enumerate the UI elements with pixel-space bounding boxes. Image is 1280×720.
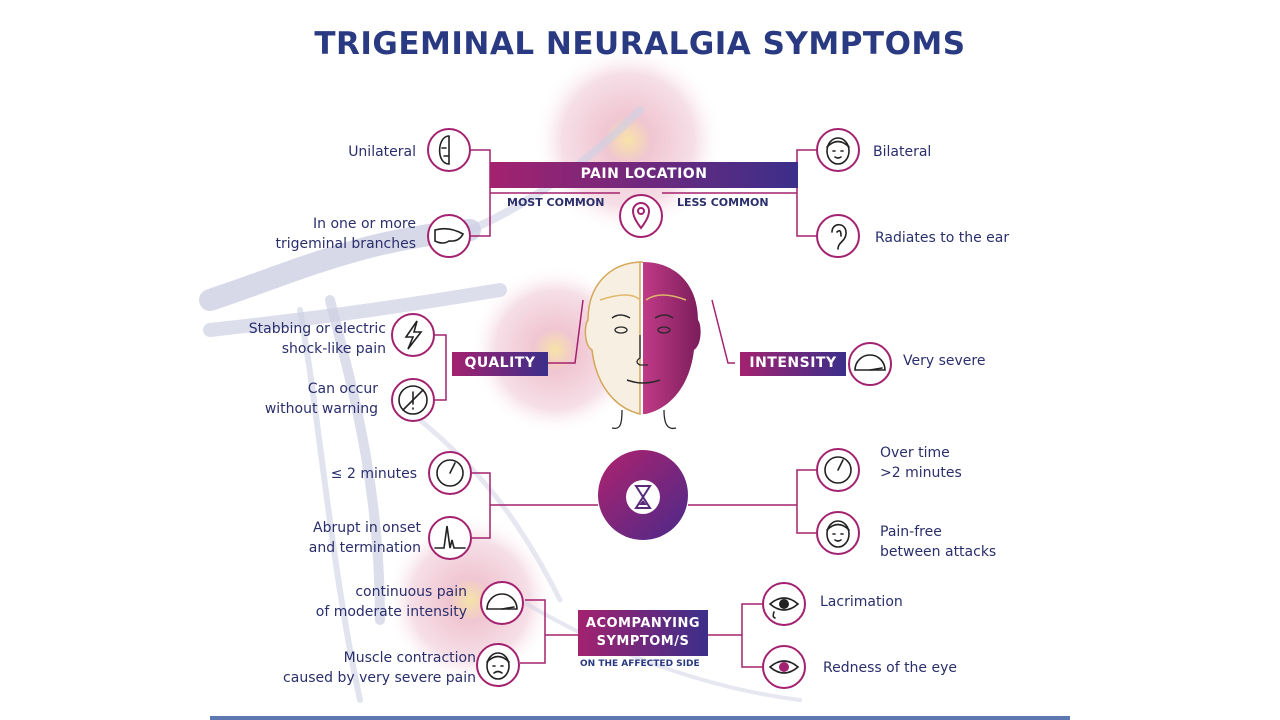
lightning-icon: [391, 313, 435, 357]
intensity-banner: [740, 352, 846, 376]
stabbing-label: Stabbing or electric shock-like pain: [248, 321, 386, 357]
abrupt-onset-label: Abrupt in onset and termination: [308, 520, 421, 556]
red-eye-icon: [762, 645, 806, 689]
half-face-icon: [427, 128, 471, 172]
face-icon: [816, 128, 860, 172]
radiates-ear-label: Radiates to the ear: [875, 230, 1010, 246]
accompanying-banner: [578, 610, 708, 656]
pain-location-banner: [490, 162, 798, 188]
accompanying-label: ACOMPANYING SYMPTOM/S: [585, 616, 701, 649]
very-severe-label: Very severe: [903, 353, 986, 369]
page-title: TRIGEMINAL NEURALGIA SYMPTOMS: [314, 26, 966, 62]
no-warning-icon: [391, 378, 435, 422]
without-warning-label: Can occur without warning: [264, 381, 378, 417]
gauge-moderate-icon: [480, 581, 524, 625]
tearing-eye-icon: [762, 582, 806, 626]
affected-side-label: ON THE AFFECTED SIDE: [580, 659, 700, 669]
head-illustration: [584, 261, 701, 430]
duration-badge: [598, 450, 688, 540]
calm-face-icon: [816, 511, 860, 555]
redness-eye-label: Redness of the eye: [823, 660, 958, 676]
bilateral-label: Bilateral: [873, 144, 932, 160]
location-pin-icon: [619, 194, 663, 238]
quality-banner: [452, 352, 548, 376]
gauge-max-icon: [848, 342, 892, 386]
footer-bar: [210, 716, 1070, 720]
over-time-label: Over time >2 minutes: [880, 445, 962, 481]
quality-label: QUALITY: [464, 355, 536, 371]
continuous-pain-label: continuous pain of moderate intensity: [315, 584, 467, 620]
trigeminal-branches-label: In one or more trigeminal branches: [275, 216, 416, 252]
trigeminal-branch-icon: [427, 214, 471, 258]
grimace-face-icon: [476, 643, 520, 687]
connector-lines: [435, 149, 816, 668]
pain-free-label: Pain-free between attacks: [880, 524, 997, 560]
muscle-contraction-label: Muscle contraction caused by very severe…: [283, 650, 476, 686]
most-common-label: MOST COMMON: [507, 196, 605, 209]
intensity-label: INTENSITY: [749, 355, 837, 371]
pain-location-label: PAIN LOCATION: [580, 166, 708, 182]
clock-icon: [816, 448, 860, 492]
unilateral-label: Unilateral: [348, 144, 416, 160]
clock-icon: [428, 451, 472, 495]
ear-icon: [816, 214, 860, 258]
less-common-label: LESS COMMON: [677, 196, 769, 209]
lacrimation-label: Lacrimation: [820, 594, 903, 610]
spike-graph-icon: [428, 516, 472, 560]
under-two-minutes-label: ≤ 2 minutes: [330, 466, 417, 482]
